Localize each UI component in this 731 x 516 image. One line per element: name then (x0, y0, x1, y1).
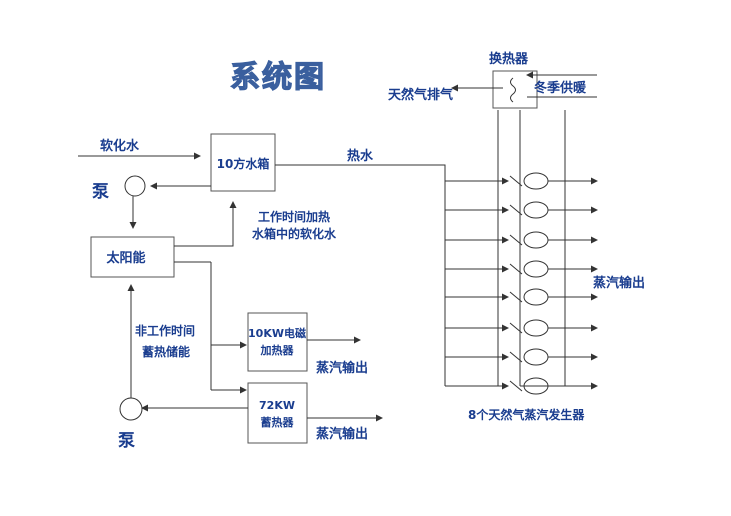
heat-exchanger-label: 换热器 (489, 51, 529, 67)
tank-box (210, 133, 276, 192)
em-heater-label-2: 加热器 (260, 343, 295, 357)
em-heater-box (247, 312, 308, 372)
solar-label: 太阳能 (105, 250, 145, 266)
steam-generator (523, 201, 549, 219)
storage-box (247, 382, 308, 444)
solar-box (90, 236, 175, 278)
steam-generator (523, 319, 549, 337)
nonwork-label-2: 蓄热储能 (142, 344, 190, 359)
valve-symbol (509, 380, 523, 392)
heat-exchanger-coil-icon (510, 77, 516, 103)
steam-generator (523, 260, 549, 278)
hot-water-main (275, 164, 446, 386)
storage-steam-label: 蒸汽输出 (316, 426, 368, 442)
soft-water-label: 软化水 (100, 138, 140, 154)
work-heat-label-2: 水箱中的软化水 (252, 226, 337, 241)
top-pump-label: 泵 (92, 182, 109, 202)
solar-to-tank-line (174, 201, 237, 247)
bottom-pump-label: 泵 (118, 431, 135, 451)
steam-generator (523, 288, 549, 306)
bottom-pump-symbol (119, 397, 143, 421)
top-pump-symbol (124, 175, 146, 197)
steam-generator (523, 172, 549, 190)
steam-generator (523, 348, 549, 366)
steam-generator (523, 231, 549, 249)
storage-label-2: 蓄热器 (261, 415, 295, 429)
hot-water-label: 热水 (347, 148, 374, 164)
generators-label: 8个天然气蒸汽发生器 (468, 407, 585, 422)
storage-label-1: 72KW (259, 399, 295, 412)
main-steam-output-label: 蒸汽输出 (593, 275, 645, 291)
em-heater-steam-label: 蒸汽输出 (316, 360, 368, 376)
tank-label: 10方水箱 (217, 156, 270, 171)
winter-heating-label: 冬季供暖 (534, 80, 587, 96)
work-heat-label-1: 工作时间加热 (258, 209, 330, 224)
generator-array (445, 172, 598, 395)
gas-exhaust-label: 天然气排气 (388, 87, 453, 103)
diagram-title: 系统图 (230, 60, 326, 95)
nonwork-label-1: 非工作时间 (135, 323, 195, 338)
em-heater-label-1: 10KW电磁 (248, 326, 306, 340)
